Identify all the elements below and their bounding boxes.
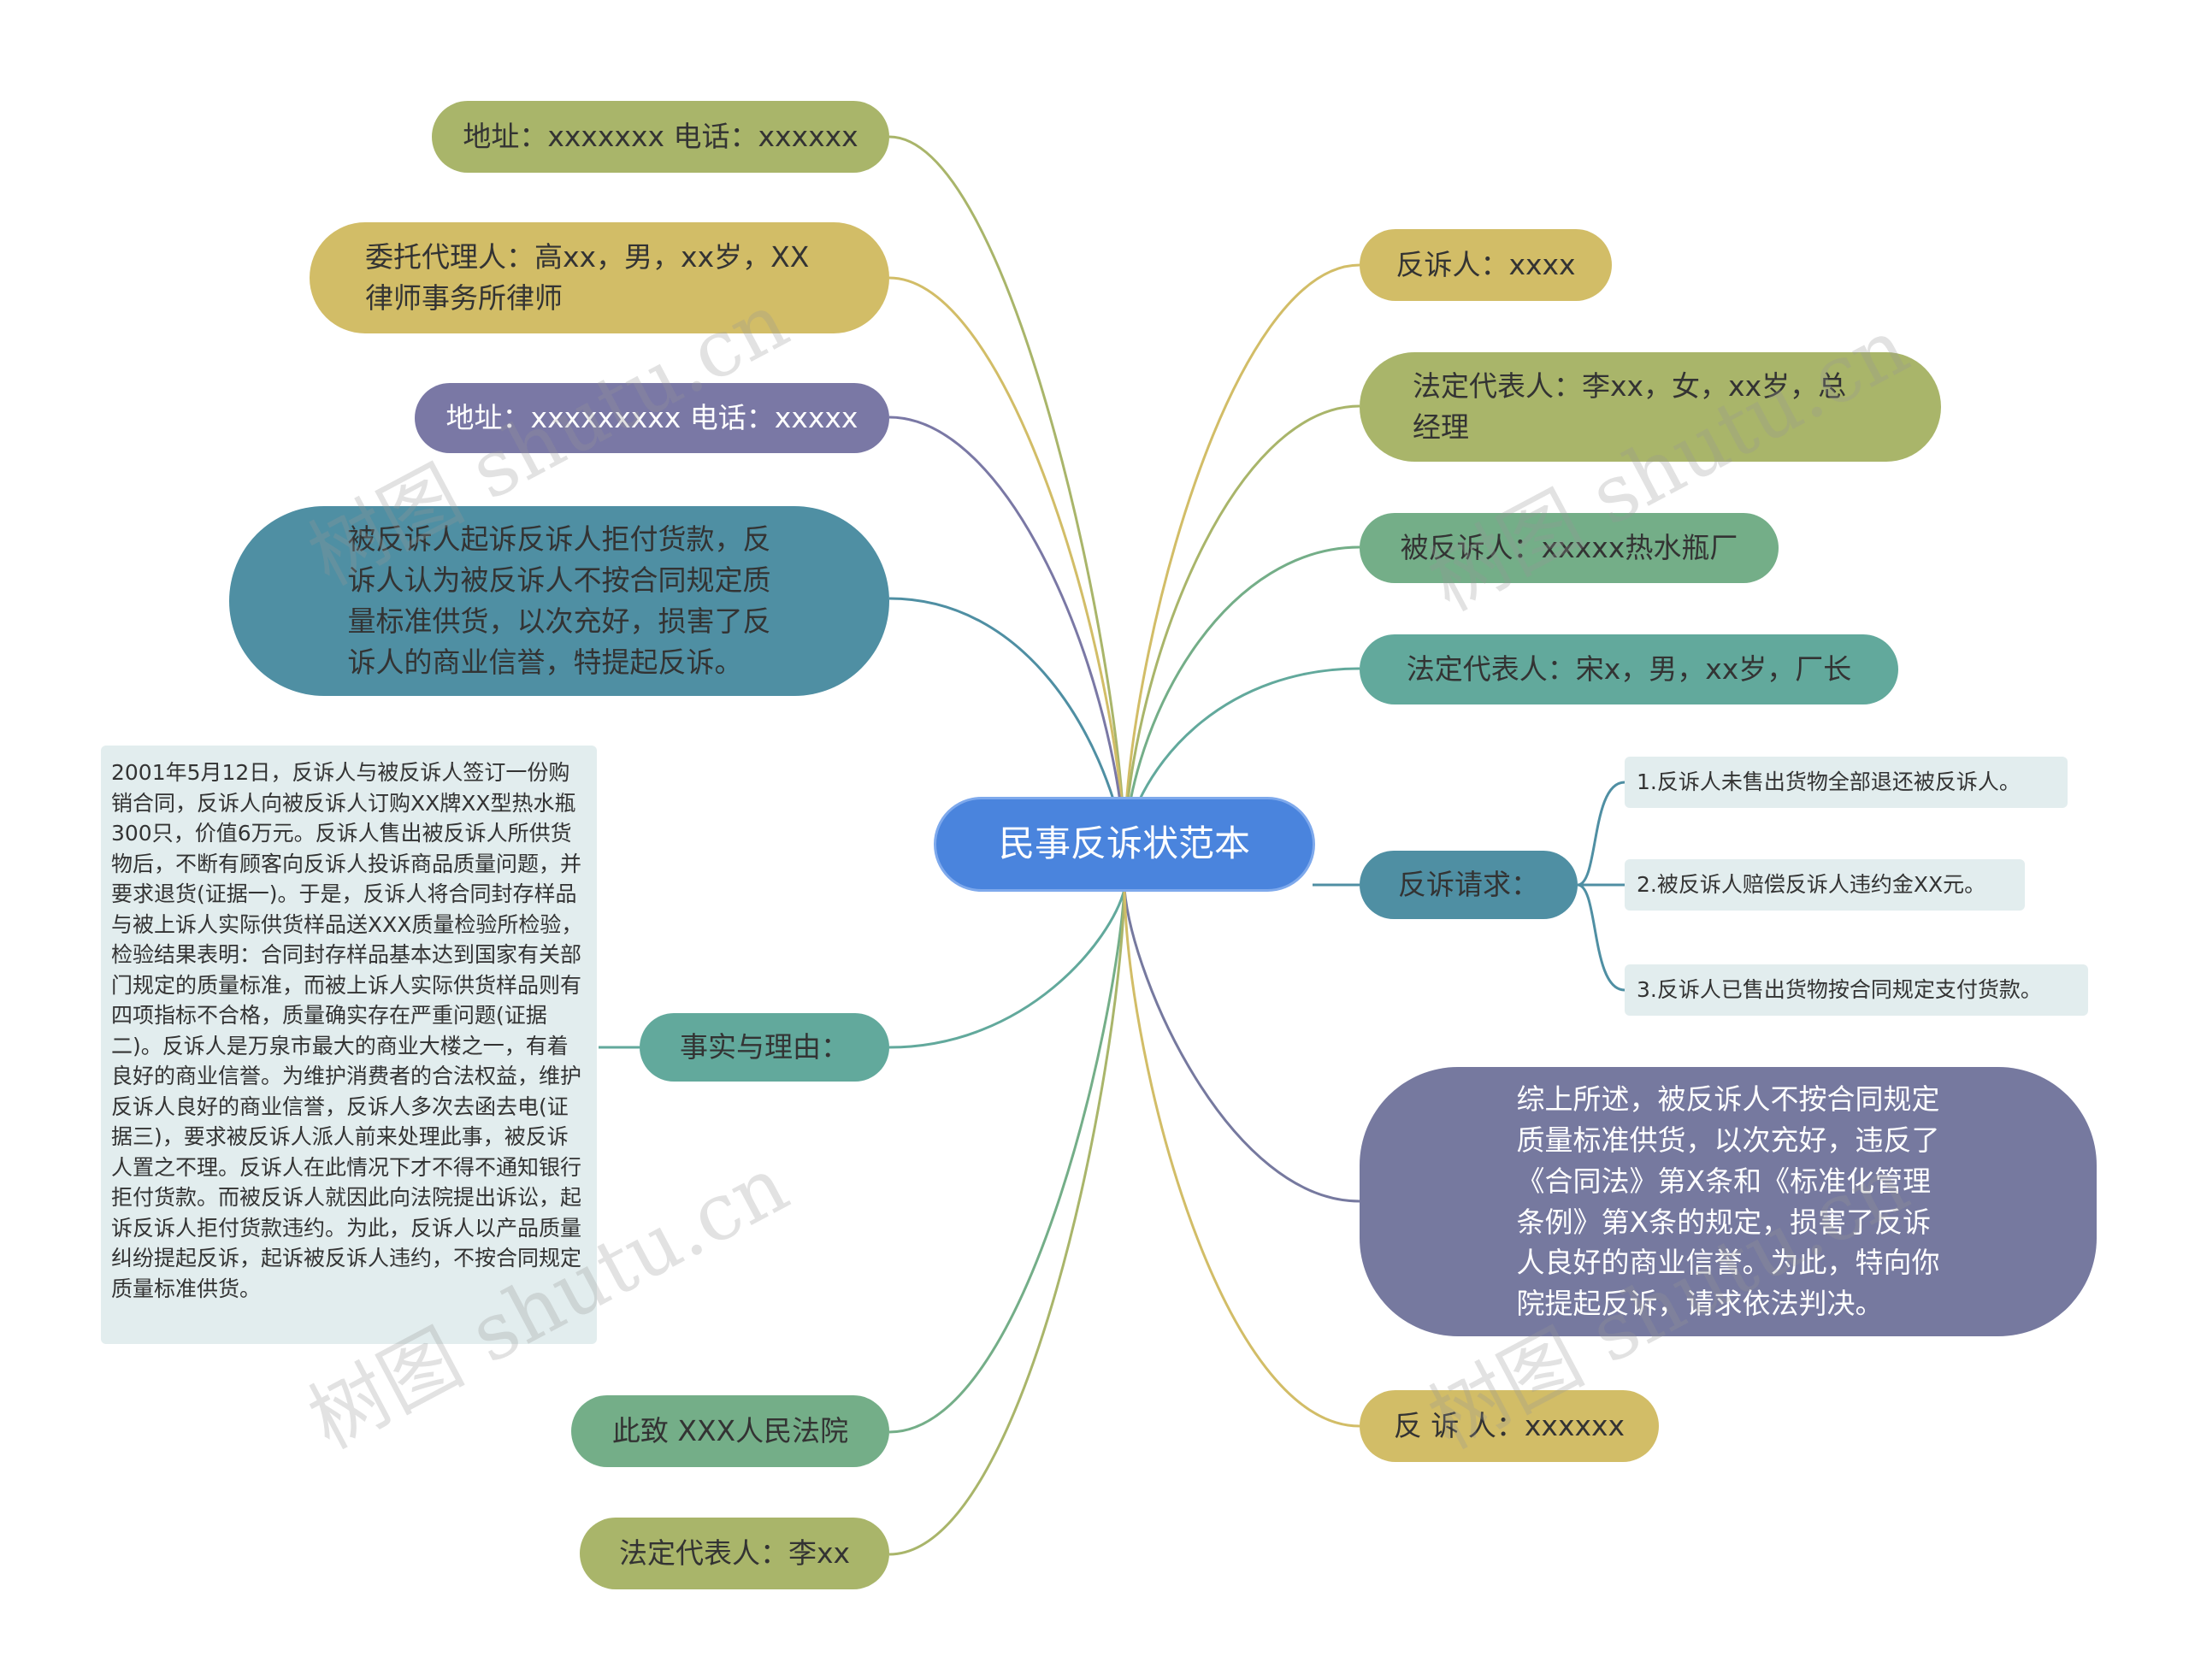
- root-topic[interactable]: 民事反诉状范本: [936, 799, 1313, 889]
- claim-item-1[interactable]: 1.反诉人未售出货物全部退还被反诉人。: [1625, 757, 2068, 808]
- address-node-1[interactable]: 地址：xxxxxxx 电话：xxxxxx: [432, 101, 889, 173]
- facts-label-node[interactable]: 事实与理由：: [640, 1013, 889, 1082]
- summary-node[interactable]: 被反诉人起诉反诉人拒付货款，反 诉人认为被反诉人不按合同规定质 量标准供货，以次…: [229, 506, 889, 696]
- link-signature: [1123, 888, 1360, 1428]
- link-address1: [888, 135, 1126, 843]
- court-node[interactable]: 此致 XXX人民法院: [571, 1395, 889, 1467]
- address-node-2[interactable]: 地址：xxxxxxxxx 电话：xxxxx: [415, 383, 889, 453]
- legal-rep-node[interactable]: 法定代表人：李xx: [580, 1518, 889, 1589]
- legal-rep-2-node[interactable]: 法定代表人：宋x，男，xx岁，厂长: [1360, 634, 1898, 704]
- link-legal-rep1: [1123, 404, 1360, 843]
- facts-detail-text: 2001年5月12日，反诉人与被反诉人签订一份购销合同，反诉人向被反诉人订购XX…: [101, 746, 597, 1344]
- agent-node[interactable]: 委托代理人：高xx，男，xx岁，XX 律师事务所律师: [310, 222, 889, 333]
- link-claim-1: [1577, 781, 1626, 887]
- link-address2: [888, 416, 1126, 843]
- claims-label-node[interactable]: 反诉请求：: [1360, 851, 1578, 919]
- link-counterclaimant: [1123, 263, 1360, 843]
- claim-item-3[interactable]: 3.反诉人已售出货物按合同规定支付货款。: [1625, 964, 2088, 1016]
- link-respondent: [1123, 545, 1360, 843]
- legal-rep-1-node[interactable]: 法定代表人：李xx，女，xx岁，总 经理: [1360, 352, 1941, 462]
- link-claim-3: [1577, 883, 1626, 992]
- conclusion-node[interactable]: 综上所述，被反诉人不按合同规定 质量标准供货，以次充好，违反了 《合同法》第X条…: [1360, 1067, 2097, 1336]
- link-facts: [888, 888, 1126, 1049]
- counterclaimant-node[interactable]: 反诉人：xxxx: [1360, 229, 1612, 301]
- claim-item-2[interactable]: 2.被反诉人赔偿反诉人违约金XX元。: [1625, 859, 2025, 911]
- link-court: [888, 888, 1126, 1434]
- link-conclusion: [1123, 888, 1360, 1203]
- link-agent: [888, 276, 1126, 843]
- signature-node[interactable]: 反 诉 人：xxxxxx: [1360, 1390, 1659, 1462]
- link-legal-rep: [888, 888, 1126, 1556]
- respondent-node[interactable]: 被反诉人：xxxxx热水瓶厂: [1360, 513, 1779, 583]
- link-summary: [888, 597, 1126, 843]
